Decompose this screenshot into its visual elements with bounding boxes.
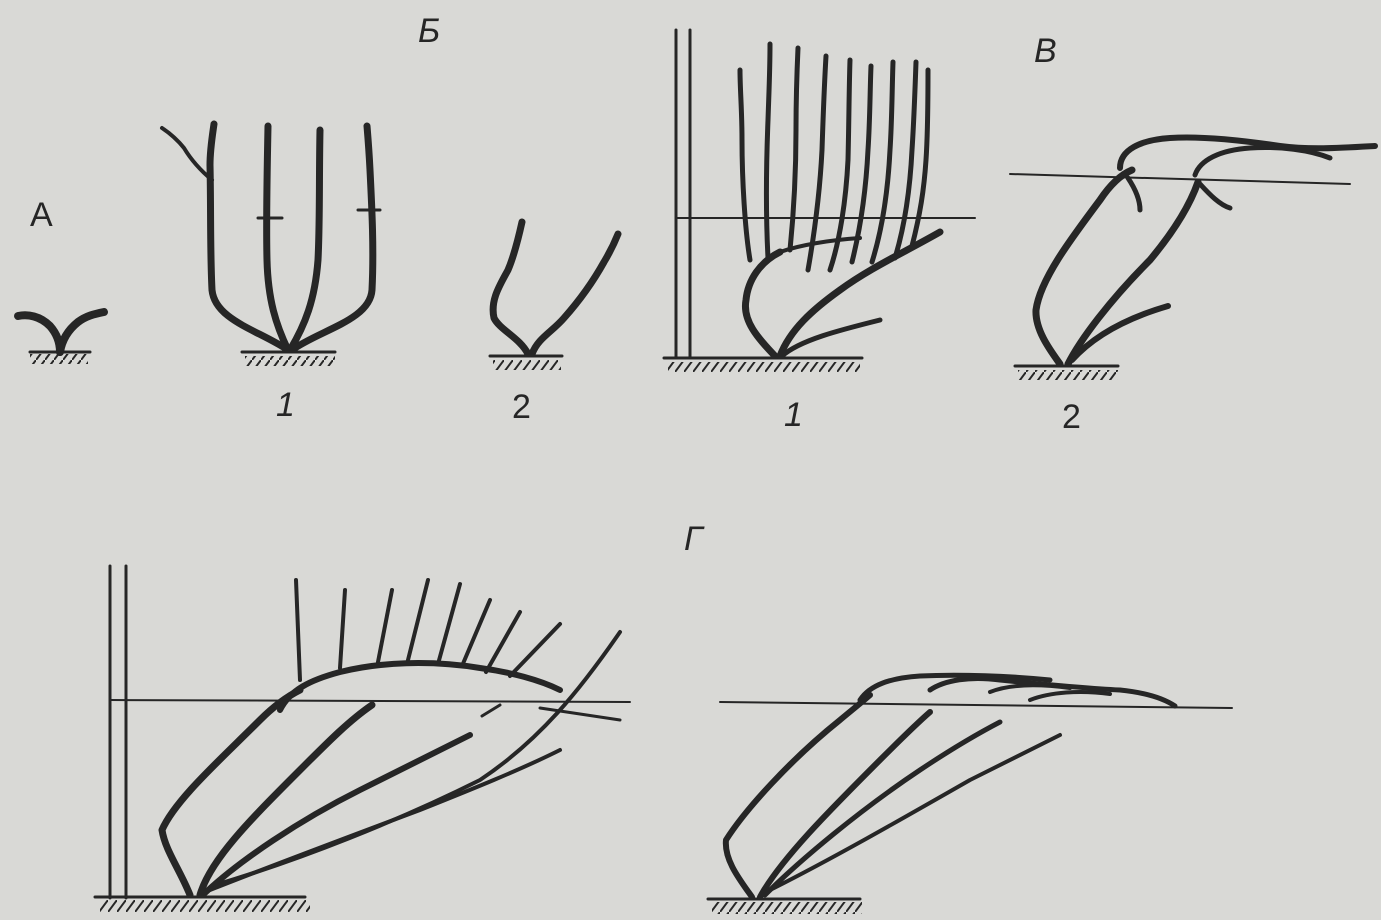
vine-g1-inclined [95, 566, 630, 912]
panel-label-b: Б [418, 14, 440, 48]
vine-g2-inclined-cordon [708, 675, 1232, 914]
sub-label-v1: 1 [784, 398, 803, 432]
vine-v2-oblique [1010, 137, 1375, 380]
vine-b1-fan [162, 124, 380, 366]
sub-label-b2: 2 [512, 390, 531, 424]
vine-a-young [18, 312, 104, 364]
vine-b2-short [490, 222, 618, 370]
panel-label-g: Г [684, 522, 703, 556]
vine-v1-trellis [664, 30, 975, 372]
sub-label-b1: 1 [276, 388, 295, 422]
panel-label-a: А [30, 198, 53, 232]
sub-label-v2: 2 [1062, 400, 1081, 434]
panel-label-v: В [1034, 34, 1057, 68]
